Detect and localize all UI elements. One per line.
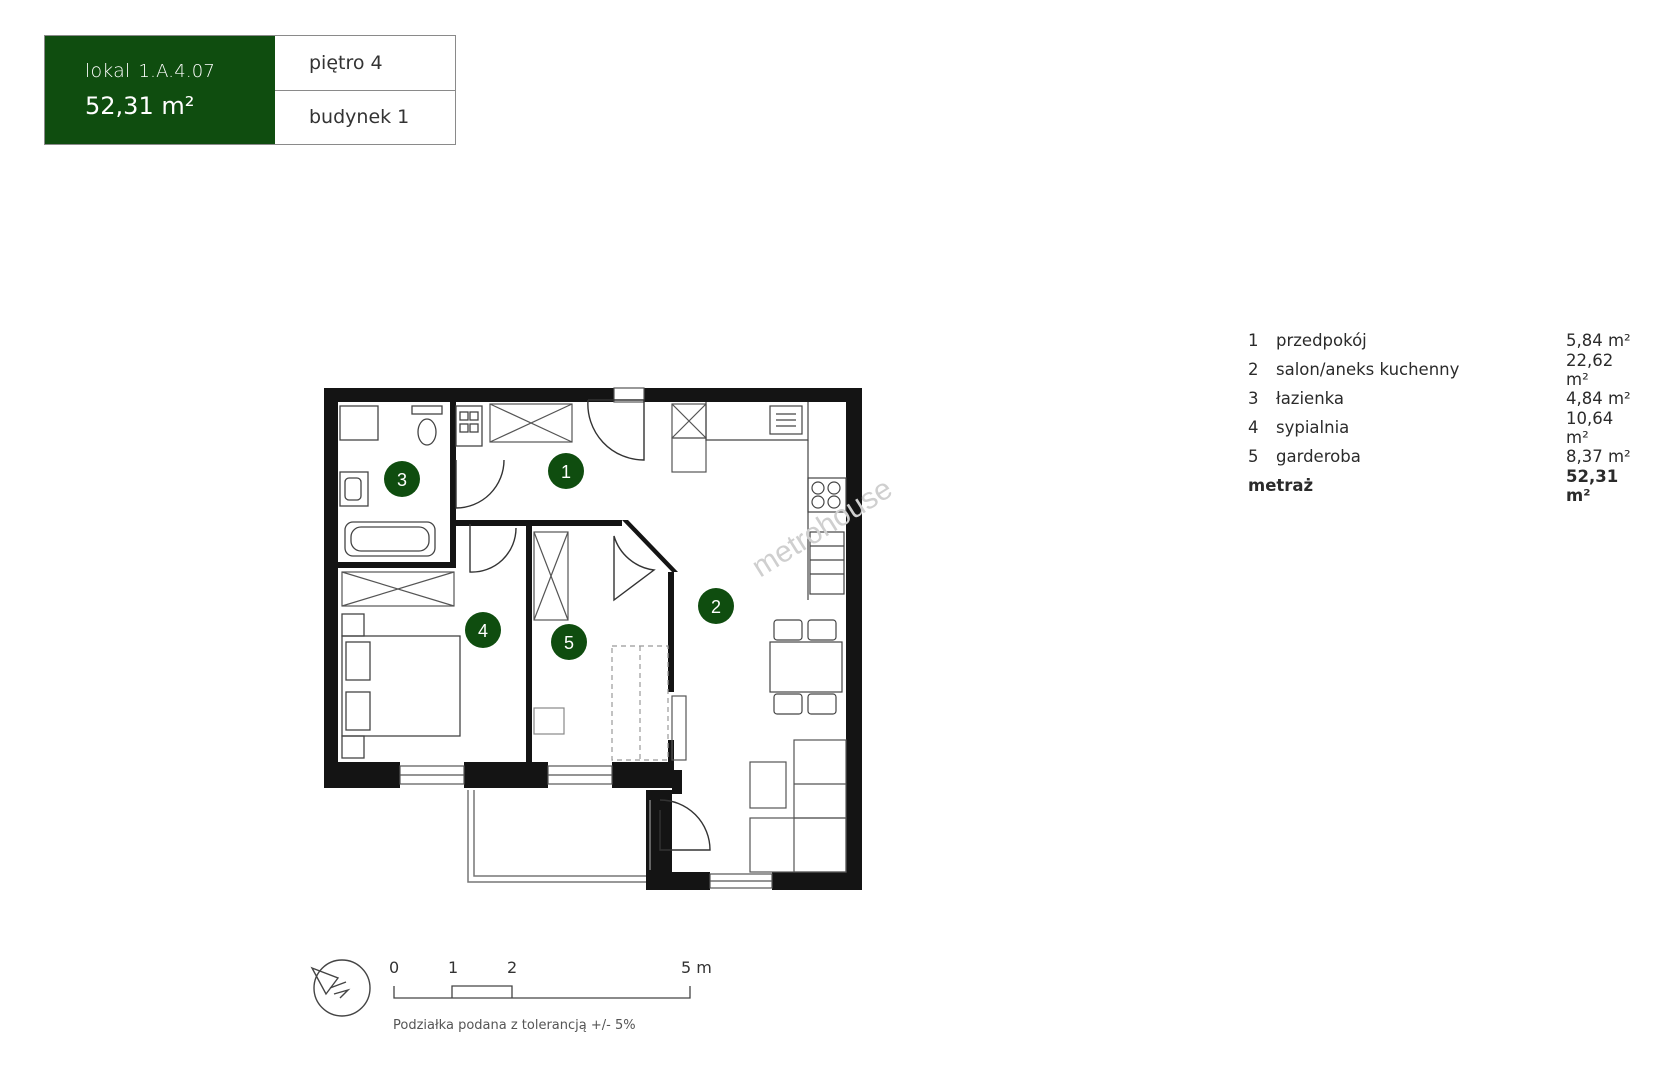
room-area: 4,84 m² xyxy=(1566,389,1631,408)
room-row-4: 4 sypialnia 10,64 m² xyxy=(1248,409,1638,447)
room-number: 3 xyxy=(1248,389,1259,408)
windows xyxy=(399,387,773,889)
room-marker-3 xyxy=(384,461,420,497)
room-marker-3-label: 3 xyxy=(397,470,407,490)
scale-bar xyxy=(393,985,691,999)
dining-table xyxy=(769,619,843,715)
unit-location: piętro 4 budynek 1 xyxy=(275,36,455,144)
unit-id: lokal 1.A.4.07 xyxy=(85,60,275,82)
room-name: salon/aneks kuchenny xyxy=(1276,360,1460,379)
unit-info-box: lokal 1.A.4.07 52,31 m² piętro 4 budynek … xyxy=(44,35,456,145)
room-area-list: 1 przedpokój 5,84 m² 2 salon/aneks kuche… xyxy=(1248,326,1638,505)
room-name: sypialnia xyxy=(1276,418,1350,437)
unit-area: 52,31 m² xyxy=(85,92,195,120)
scale-tick-0: 0 xyxy=(389,958,400,977)
room-name: przedpokój xyxy=(1276,331,1367,350)
compass-icon xyxy=(310,959,371,1017)
room-area: 22,62 m² xyxy=(1566,350,1614,389)
scale-tolerance-note: Podziałka podana z tolerancją +/- 5% xyxy=(393,1018,636,1033)
room-area: 5,84 m² xyxy=(1566,331,1631,350)
unit-code: 1.A.4.07 xyxy=(138,61,216,82)
scale-tick-2: 2 xyxy=(507,958,518,977)
total-area: 52,31 m² xyxy=(1566,466,1619,505)
room-marker-4 xyxy=(465,612,501,648)
unit-label: lokal xyxy=(85,60,131,82)
room-area: 8,37 m² xyxy=(1566,447,1631,466)
room-row-3: 3 łazienka 4,84 m² xyxy=(1248,384,1638,413)
room-marker-5-label: 5 xyxy=(564,633,574,653)
bed xyxy=(341,613,461,759)
total-area-row: metraż 52,31 m² xyxy=(1248,467,1638,505)
scale-tick-5m: 5 m xyxy=(681,958,712,977)
room-number: 5 xyxy=(1248,447,1259,466)
balcony xyxy=(467,790,648,883)
wardrobes xyxy=(341,403,707,761)
room-number: 4 xyxy=(1248,418,1259,437)
bathroom-fixtures xyxy=(339,405,483,557)
room-number: 1 xyxy=(1248,331,1259,350)
room-row-2: 2 salon/aneks kuchenny 22,62 m² xyxy=(1248,351,1638,389)
doors xyxy=(455,399,711,870)
room-name: garderoba xyxy=(1276,447,1361,466)
room-marker-2 xyxy=(698,588,734,624)
room-markers: 3 1 2 4 5 xyxy=(384,453,734,660)
scale-tick-1: 1 xyxy=(448,958,459,977)
watermark: metrohouse xyxy=(746,472,898,584)
room-row-5: 5 garderoba 8,37 m² xyxy=(1248,442,1638,471)
room-marker-1-label: 1 xyxy=(561,462,571,482)
room-marker-5 xyxy=(551,624,587,660)
room-number: 2 xyxy=(1248,360,1259,379)
room-name: łazienka xyxy=(1276,389,1345,408)
room-marker-1 xyxy=(548,453,584,489)
kitchen xyxy=(705,402,847,600)
unit-summary-panel: lokal 1.A.4.07 52,31 m² xyxy=(45,36,275,144)
room-marker-4-label: 4 xyxy=(478,621,488,641)
room-area: 10,64 m² xyxy=(1566,408,1614,447)
floor-label: piętro 4 xyxy=(309,51,383,74)
building-label: budynek 1 xyxy=(275,89,455,145)
total-label: metraż xyxy=(1248,476,1314,495)
sofa xyxy=(749,739,847,873)
room-row-1: 1 przedpokój 5,84 m² xyxy=(1248,326,1638,355)
room-marker-2-label: 2 xyxy=(711,597,721,617)
